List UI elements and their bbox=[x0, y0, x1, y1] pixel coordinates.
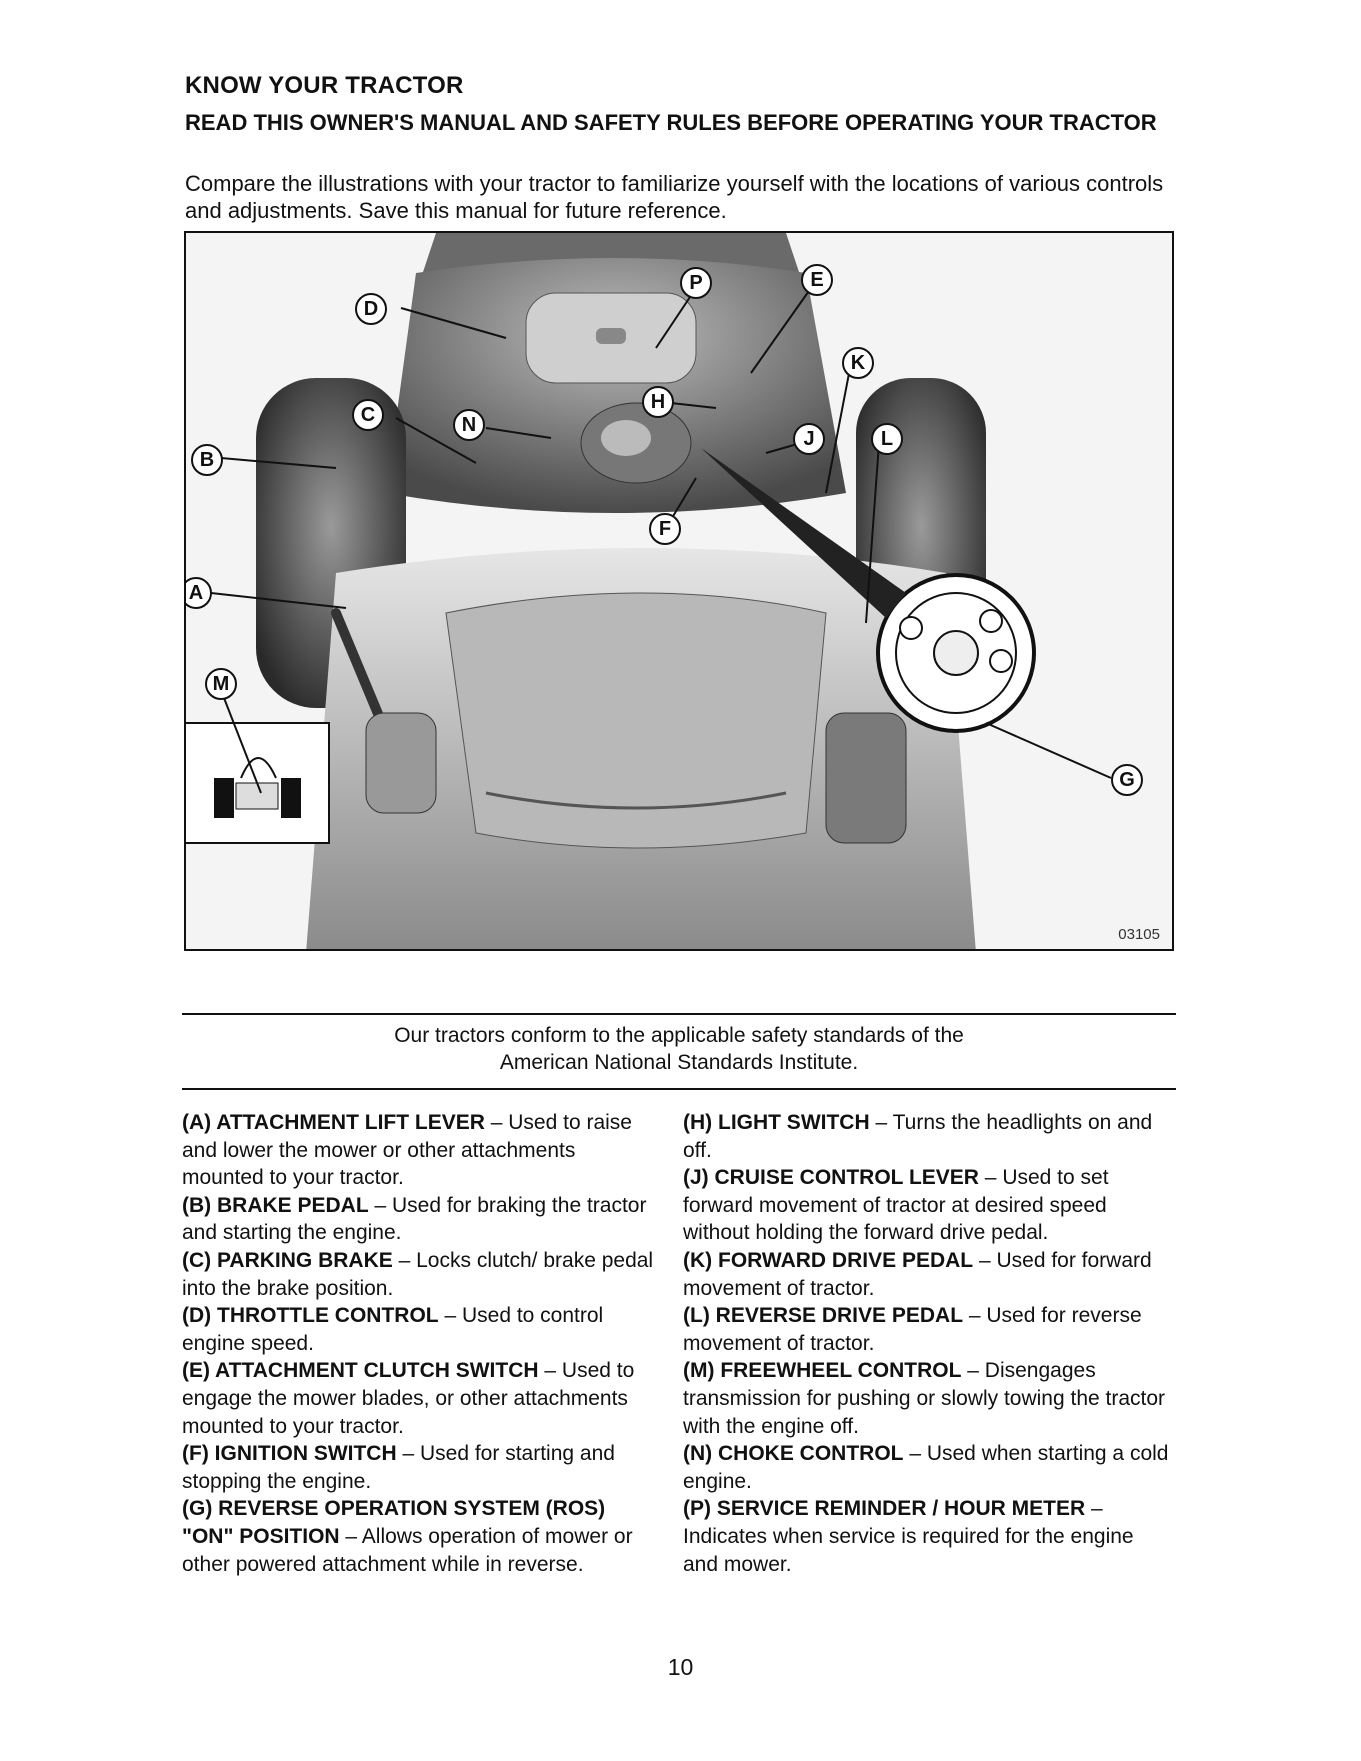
dashboard bbox=[386, 258, 846, 513]
callout-l: L bbox=[871, 423, 903, 455]
page-number: 10 bbox=[667, 1654, 694, 1680]
drive-pedal-shape bbox=[825, 712, 907, 844]
callout-j: J bbox=[793, 423, 825, 455]
callout-h: H bbox=[642, 386, 674, 418]
conformance-note: Our tractors conform to the applicable s… bbox=[182, 1022, 1176, 1076]
entry-c: (C) PARKING BRAKE – Locks clutch/ brake … bbox=[182, 1248, 654, 1300]
controls-list-right: (H) LIGHT SWITCH – Turns the headlights … bbox=[683, 1109, 1173, 1578]
page-subtitle: READ THIS OWNER'S MANUAL AND SAFETY RULE… bbox=[185, 110, 1157, 135]
callout-m: M bbox=[205, 668, 237, 700]
seat bbox=[445, 592, 827, 849]
entry-l: (L) REVERSE DRIVE PEDAL – Used for rever… bbox=[683, 1304, 1142, 1355]
entry-b: (B) BRAKE PEDAL – Used for braking the t… bbox=[182, 1193, 647, 1245]
conformance-line-1: Our tractors conform to the applicable s… bbox=[394, 1024, 964, 1047]
entry-m: (M) FREEWHEEL CONTROL – Disengages trans… bbox=[683, 1359, 1166, 1438]
callout-n: N bbox=[453, 409, 485, 441]
brake-pedal-shape bbox=[365, 712, 437, 814]
entry-e: (E) ATTACHMENT CLUTCH SWITCH – Used to e… bbox=[182, 1359, 635, 1438]
callout-c: C bbox=[352, 399, 384, 431]
callout-a: A bbox=[186, 577, 212, 609]
rule-top bbox=[182, 1013, 1176, 1015]
tractor-drawing bbox=[186, 233, 1172, 949]
entry-d: (D) THROTTLE CONTROL – Used to control e… bbox=[182, 1304, 604, 1355]
callout-k: K bbox=[842, 347, 874, 379]
ignition-keyhole bbox=[933, 630, 979, 676]
callout-b: B bbox=[191, 444, 223, 476]
lift-lever bbox=[331, 608, 391, 738]
entry-p: (P) SERVICE REMINDER / HOUR METER – Indi… bbox=[683, 1497, 1134, 1576]
entry-a: (A) ATTACHMENT LIFT LEVER – Used to rais… bbox=[182, 1111, 632, 1190]
entry-h: (H) LIGHT SWITCH – Turns the headlights … bbox=[683, 1111, 1153, 1162]
detail-pointer bbox=[701, 448, 906, 618]
entry-f: (F) IGNITION SWITCH – Used for starting … bbox=[182, 1442, 615, 1493]
entry-k: (K) FORWARD DRIVE PEDAL – Used for forwa… bbox=[683, 1248, 1152, 1300]
rule-bottom bbox=[182, 1088, 1176, 1090]
page-title: KNOW YOUR TRACTOR bbox=[185, 72, 464, 99]
figure-code: 03105 bbox=[1118, 926, 1160, 943]
callout-g: G bbox=[1111, 764, 1143, 796]
conformance-line-2: American National Standards Institute. bbox=[499, 1051, 859, 1074]
entry-n: (N) CHOKE CONTROL – Used when starting a… bbox=[683, 1442, 1169, 1493]
entry-g: (G) REVERSE OPERATION SYSTEM (ROS) "ON" … bbox=[182, 1497, 633, 1576]
intro-paragraph: Compare the illustrations with your trac… bbox=[185, 171, 1164, 223]
hour-meter-display bbox=[596, 328, 626, 344]
callout-f: F bbox=[649, 513, 681, 545]
tractor-illustration: P E D K C N H J L B F A M G 03105 bbox=[184, 231, 1174, 951]
controls-list-left: (A) ATTACHMENT LIFT LEVER – Used to rais… bbox=[182, 1109, 662, 1578]
callout-p: P bbox=[680, 267, 712, 299]
entry-j: (J) CRUISE CONTROL LEVER – Used to set f… bbox=[683, 1166, 1109, 1245]
callout-e: E bbox=[801, 264, 833, 296]
steering-hub bbox=[601, 420, 651, 456]
callout-d: D bbox=[355, 293, 387, 325]
